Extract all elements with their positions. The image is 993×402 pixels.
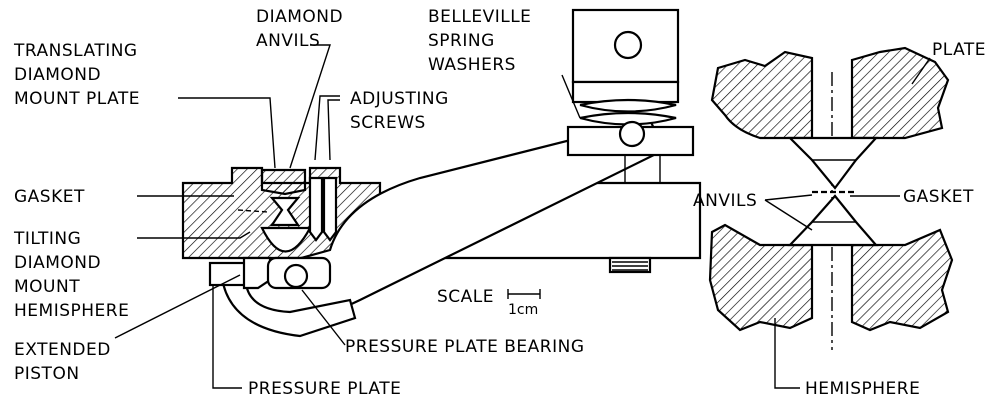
label-extended-piston: EXTENDED PISTON	[14, 340, 117, 384]
frame-screw	[608, 256, 652, 274]
lower-plate-right	[850, 228, 954, 332]
adjusting-screw-1	[308, 176, 324, 242]
pressure-plate-bearing	[283, 263, 309, 289]
lower-anvil	[787, 194, 879, 247]
lower-plate-left	[708, 223, 814, 332]
label-gasket-left: GASKET	[14, 187, 85, 207]
gasket-line	[237, 209, 269, 213]
label-tilting: TILTING DIAMOND MOUNT HEMISPHERE	[13, 229, 129, 321]
label-scale: SCALE	[437, 287, 494, 307]
diamond-anvils-shape	[269, 196, 301, 227]
label-plate: PLATE	[932, 40, 986, 60]
label-scale-unit: 1cm	[508, 302, 538, 318]
upper-plate-left	[710, 50, 814, 140]
scale-bar	[507, 289, 541, 299]
belleville-spring-stack	[566, 8, 695, 183]
label-pressure-plate-bearing: PRESSURE PLATE BEARING	[345, 337, 585, 357]
translating-mount-plate	[260, 168, 307, 196]
upper-plate-right	[850, 46, 950, 140]
upper-anvil	[787, 136, 879, 190]
leader-lines	[114, 44, 931, 389]
extended-piston	[242, 256, 272, 290]
label-diamond-anvils: DIAMOND ANVILS	[256, 7, 349, 51]
label-anvils: ANVILS	[693, 191, 757, 211]
label-hemisphere: HEMISPHERE	[805, 379, 920, 399]
label-adjusting: ADJUSTING SCREWS	[350, 89, 455, 133]
label-gasket-right: GASKET	[903, 187, 974, 207]
anvil-detail	[708, 46, 954, 350]
label-translating: TRANSLATING DIAMOND MOUNT PLATE	[13, 41, 144, 109]
lever-arm-hook	[220, 276, 357, 338]
label-belleville: BELLEVILLE SPRING WASHERS	[428, 7, 537, 75]
label-pressure-plate: PRESSURE PLATE	[248, 379, 401, 399]
adjusting-screw-2	[322, 176, 338, 242]
